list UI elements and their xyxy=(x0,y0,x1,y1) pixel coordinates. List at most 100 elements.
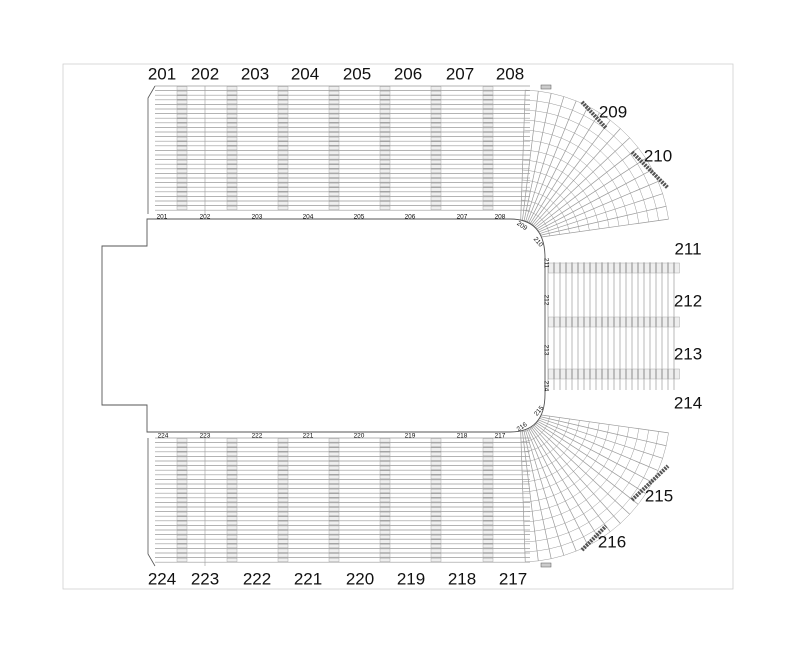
end-aisle-step xyxy=(602,316,608,328)
bottom-aisle-step xyxy=(379,539,391,544)
section-209-label: 209 xyxy=(599,102,627,121)
top-aisle-step xyxy=(277,118,289,123)
bottom-aisle-step xyxy=(482,530,494,535)
top-aisle-step xyxy=(226,132,238,137)
top-aisle-step xyxy=(176,95,188,100)
top-aisle-step xyxy=(379,132,391,137)
top-aisle-step xyxy=(226,90,238,95)
bottom-aisle-step xyxy=(328,452,340,457)
end-aisle-step xyxy=(608,262,614,274)
end-aisle-step xyxy=(590,262,596,274)
floor-label-208: 208 xyxy=(495,214,506,221)
top-aisle-step xyxy=(277,86,289,91)
bottom-aisle-step xyxy=(277,493,289,498)
floor-label-218: 218 xyxy=(457,433,468,440)
bottom-aisle-step xyxy=(226,534,238,539)
section-223-label: 223 xyxy=(191,569,219,588)
bottom-aisle-step xyxy=(379,553,391,558)
top-aisle-step xyxy=(226,201,238,206)
bottom-aisle-step xyxy=(277,553,289,558)
floor-label-211: 211 xyxy=(542,258,549,269)
top-aisle-step xyxy=(176,155,188,160)
bottom-aisle-step xyxy=(226,553,238,558)
end-aisle-step xyxy=(572,262,578,274)
bottom-aisle-step xyxy=(328,553,340,558)
end-aisle-step xyxy=(638,262,644,274)
bottom-aisle-step xyxy=(277,488,289,493)
bottom-aisle-step xyxy=(482,544,494,549)
section-217-label: 217 xyxy=(499,569,527,588)
bottom-aisle-step xyxy=(176,553,188,558)
bottom-aisle-step xyxy=(328,456,340,461)
end-aisle-step xyxy=(656,316,662,328)
end-aisle-step xyxy=(644,262,650,274)
end-aisle-step xyxy=(668,316,674,328)
end-aisle-step xyxy=(584,262,590,274)
top-aisle-step xyxy=(328,178,340,183)
top-aisle-step xyxy=(328,136,340,141)
bottom-aisle-step xyxy=(176,502,188,507)
end-aisle-step xyxy=(554,368,560,380)
bottom-fan-arc xyxy=(522,420,580,473)
bottom-aisle-step xyxy=(277,475,289,480)
end-aisle-step xyxy=(674,262,680,274)
top-aisle-step xyxy=(226,113,238,118)
bottom-aisle-step xyxy=(328,438,340,443)
top-aisle-step xyxy=(379,141,391,146)
top-aisle-step xyxy=(328,201,340,206)
top-aisle-step xyxy=(277,164,289,169)
end-aisle-step xyxy=(620,368,626,380)
top-aisle-step xyxy=(328,196,340,201)
bottom-aisle-step xyxy=(176,539,188,544)
top-aisle-step xyxy=(226,164,238,169)
bottom-aisle-step xyxy=(226,557,238,562)
top-aisle-step xyxy=(430,178,442,183)
top-aisle-step xyxy=(328,86,340,91)
floor-label-201: 201 xyxy=(157,214,168,221)
bottom-aisle-step xyxy=(379,498,391,503)
end-aisle-step xyxy=(590,316,596,328)
top-aisle-step xyxy=(430,192,442,197)
bottom-fan-arc xyxy=(523,424,610,503)
top-aisle-step xyxy=(176,164,188,169)
top-aisle-step xyxy=(430,201,442,206)
end-aisle-step xyxy=(560,316,566,328)
top-aisle-step xyxy=(328,95,340,100)
end-aisle-step xyxy=(656,368,662,380)
page-frame xyxy=(62,63,734,590)
top-aisle-step xyxy=(482,136,494,141)
top-aisle-step xyxy=(430,136,442,141)
bottom-aisle-step xyxy=(482,498,494,503)
bottom-aisle-step xyxy=(430,511,442,516)
bottom-aisle-step xyxy=(430,534,442,539)
top-aisle-step xyxy=(482,132,494,137)
bottom-aisle-step xyxy=(482,470,494,475)
bottom-aisle-step xyxy=(176,479,188,484)
top-aisle-step xyxy=(226,141,238,146)
top-aisle-step xyxy=(226,104,238,109)
top-aisle-step xyxy=(379,109,391,114)
top-aisle-step xyxy=(277,201,289,206)
bottom-aisle-step xyxy=(482,447,494,452)
top-aisle-step xyxy=(277,132,289,137)
end-aisle-step xyxy=(578,262,584,274)
end-aisle-step xyxy=(644,368,650,380)
top-aisle-step xyxy=(482,86,494,91)
end-aisle-step xyxy=(566,262,572,274)
top-aisle-step xyxy=(277,187,289,192)
bottom-aisle-step xyxy=(277,521,289,526)
bottom-aisle-step xyxy=(379,530,391,535)
bottom-aisle-step xyxy=(482,465,494,470)
end-aisle-step xyxy=(638,368,644,380)
end-aisle-step xyxy=(620,316,626,328)
top-aisle-step xyxy=(226,136,238,141)
top-aisle-step xyxy=(430,150,442,155)
bottom-aisle-step xyxy=(277,511,289,516)
bottom-aisle-step xyxy=(328,498,340,503)
end-aisle-step xyxy=(578,368,584,380)
top-aisle-step xyxy=(226,127,238,132)
bottom-aisle-step xyxy=(328,548,340,553)
top-fan-arc xyxy=(522,179,580,232)
rail-210 xyxy=(630,150,670,190)
bottom-aisle-step xyxy=(430,456,442,461)
